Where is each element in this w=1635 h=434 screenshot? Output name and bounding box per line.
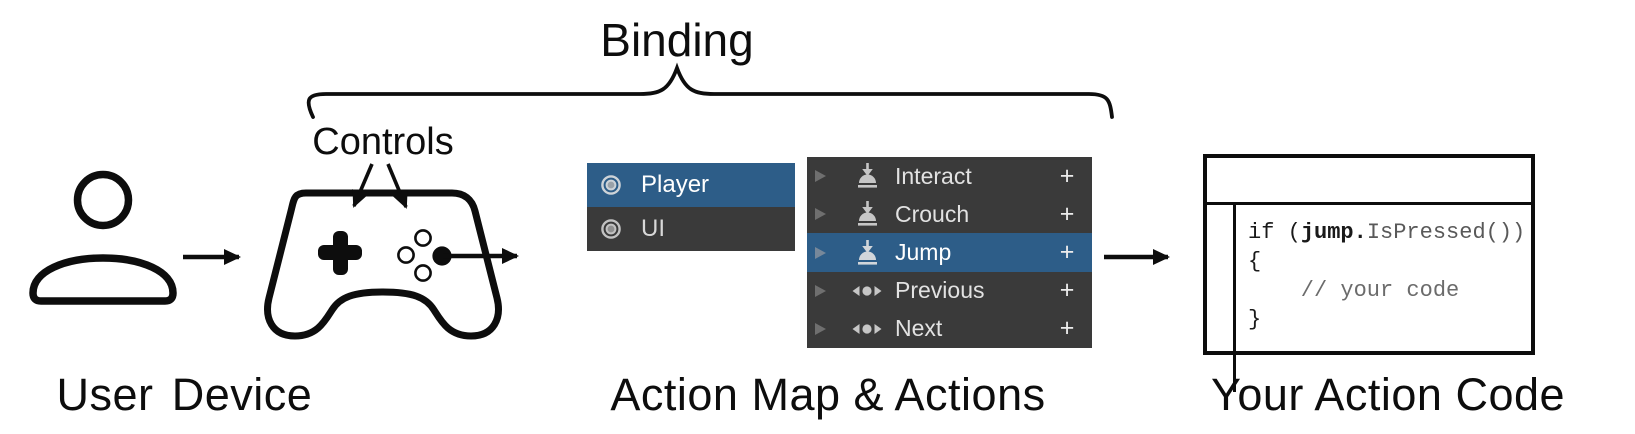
foldout-triangle-icon[interactable] [814, 284, 827, 298]
action-item-label: Interact [895, 162, 972, 189]
gamepad-icon [264, 189, 502, 340]
code-window-gutter [1207, 205, 1236, 392]
foldout-triangle-icon[interactable] [814, 322, 827, 336]
dpad-icon [318, 231, 362, 275]
controls-label: Controls [312, 121, 454, 163]
code-window: if (jump.IsPressed()) { // your code} [1203, 154, 1535, 392]
action-item-label: Previous [895, 277, 985, 304]
action-item-jump[interactable]: Jump + [807, 233, 1092, 272]
foldout-triangle-icon[interactable] [814, 207, 827, 221]
action-item-label: Crouch [895, 200, 970, 227]
code-line-1: if (jump.IsPressed()) [1248, 220, 1526, 245]
button-control-icon [857, 201, 877, 226]
action-map-icon [601, 219, 621, 239]
code-line-2: { [1248, 249, 1262, 274]
action-item-next[interactable]: Next + [807, 309, 1092, 349]
action-item-crouch[interactable]: Crouch + [807, 195, 1092, 234]
device-label: Device [171, 369, 313, 420]
action-item-previous[interactable]: Previous + [807, 271, 1092, 310]
actions-panel: Interact + Crouch + [807, 157, 1092, 349]
code-line-3: // your code [1300, 278, 1460, 303]
action-maps-panel: Player UI [587, 163, 795, 251]
action-map-item-label: Player [641, 171, 710, 198]
controls-pointer-arrows [352, 163, 408, 209]
add-binding-button[interactable]: + [1059, 314, 1075, 343]
action-item-label: Next [895, 315, 943, 342]
add-binding-button[interactable]: + [1059, 238, 1075, 266]
foldout-triangle-icon[interactable] [814, 169, 827, 183]
action-item-label: Jump [895, 239, 952, 265]
action-map-icon [601, 175, 621, 195]
action-map-label: Action Map & Actions [610, 369, 1046, 420]
action-map-item-player[interactable]: Player [587, 163, 795, 207]
user-label: User [56, 369, 154, 420]
add-binding-button[interactable]: + [1059, 276, 1075, 305]
add-binding-button[interactable]: + [1059, 161, 1075, 190]
face-buttons-icon [397, 229, 452, 282]
binding-label: Binding [600, 14, 754, 66]
foldout-triangle-icon[interactable] [814, 246, 827, 260]
axis-control-icon [852, 285, 882, 296]
gamepad-body [264, 189, 502, 340]
action-map-item-label: UI [641, 215, 665, 242]
code-snippet: if (jump.IsPressed()) { // your code} [1236, 205, 1525, 392]
binding-brace [306, 62, 1114, 119]
add-binding-button[interactable]: + [1059, 199, 1075, 228]
action-map-item-ui[interactable]: UI [587, 207, 795, 251]
action-item-interact[interactable]: Interact + [807, 157, 1092, 196]
user-icon [29, 170, 177, 305]
axis-control-icon [852, 323, 882, 334]
button-control-icon [857, 239, 877, 265]
code-window-titlebar [1207, 158, 1531, 205]
code-line-4: } [1248, 307, 1262, 332]
button-control-icon [857, 163, 877, 188]
action-code-label: Your Action Code [1210, 369, 1566, 420]
